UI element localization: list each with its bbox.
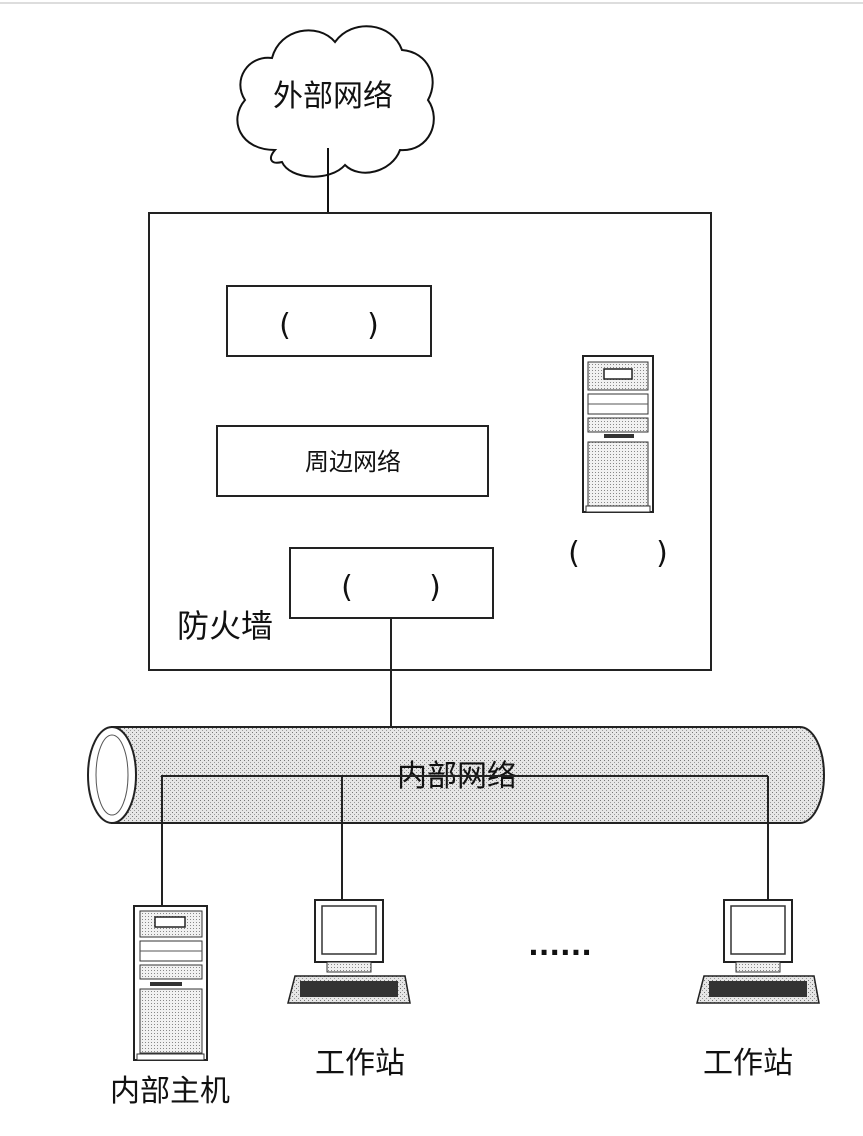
- bastion-host-label: ( ): [568, 536, 668, 571]
- internal-host-label: 内部主机: [110, 1074, 230, 1109]
- workstation-1-label: 工作站: [315, 1046, 405, 1081]
- more-workstations-ellipsis: ······: [528, 936, 592, 969]
- inner-router-box: [289, 547, 494, 619]
- workstation-1-icon: [287, 899, 411, 1004]
- firewall-label: 防火墙: [177, 607, 273, 645]
- outer-router-label: ( ): [279, 308, 379, 343]
- internal-host-server-icon: [133, 905, 208, 1061]
- perimeter-network-label: 周边网络: [305, 448, 401, 476]
- outer-router-box: [226, 285, 432, 357]
- bastion-server-icon: [582, 355, 654, 513]
- external-network-cloud: 外部网络: [236, 25, 435, 178]
- external-network-label: 外部网络: [273, 79, 393, 114]
- perimeter-network-box: [216, 425, 489, 497]
- workstation-2-label: 工作站: [703, 1046, 793, 1081]
- workstation-2-icon: [696, 899, 820, 1004]
- bus-line-host: [161, 775, 391, 910]
- inner-router-label: ( ): [341, 570, 441, 605]
